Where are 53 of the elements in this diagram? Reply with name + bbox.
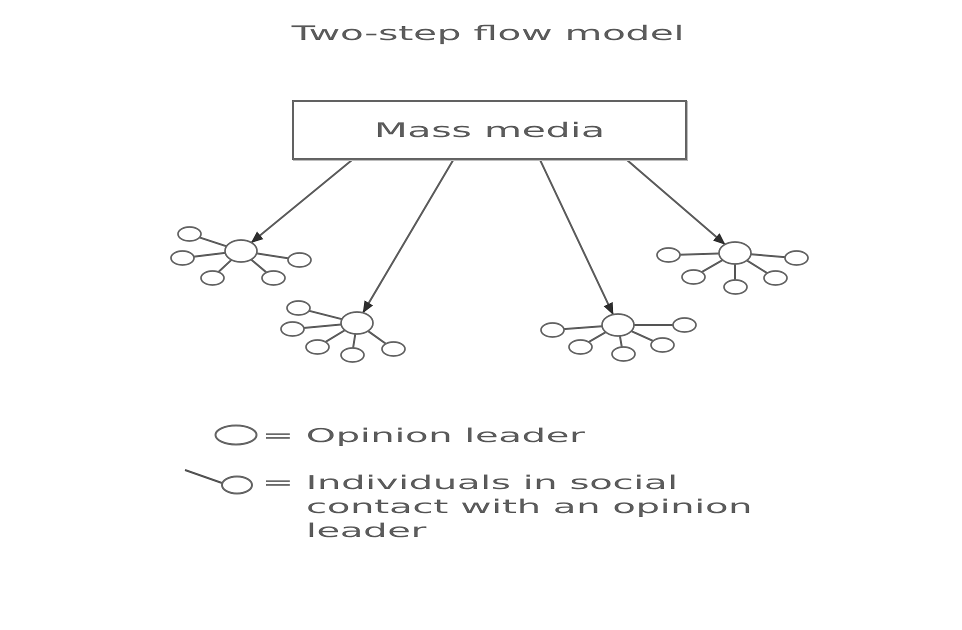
legend-text: = Opinion leader xyxy=(262,424,585,448)
individual-circle xyxy=(610,346,636,362)
individual-circle xyxy=(286,252,312,268)
individual-circle xyxy=(722,279,748,295)
connector-line xyxy=(218,259,232,273)
arrow xyxy=(362,160,454,314)
connector-line xyxy=(303,324,342,329)
connector-line xyxy=(700,259,724,274)
connector-line xyxy=(630,330,654,342)
individual-circle xyxy=(340,347,364,363)
individual-circle xyxy=(672,317,696,333)
connector-line xyxy=(256,252,288,260)
arrow xyxy=(626,159,726,246)
connector-line xyxy=(634,324,672,326)
connector-line xyxy=(563,325,602,330)
connector-line xyxy=(250,258,267,274)
individual-circle xyxy=(380,341,406,357)
diagram-title: Two-step flow model xyxy=(292,21,684,45)
opinion-leader-circle xyxy=(718,241,752,265)
individual-circle xyxy=(260,270,286,286)
arrow xyxy=(539,160,614,315)
connector-line xyxy=(193,252,226,258)
individual-circle xyxy=(286,300,310,316)
connector-line xyxy=(746,260,768,274)
individual-circle xyxy=(176,226,202,242)
connector-line xyxy=(588,331,606,344)
connector-line xyxy=(750,253,785,258)
connector-line xyxy=(679,252,720,256)
individual-circle xyxy=(280,321,304,337)
individual-circle xyxy=(784,250,808,266)
opinion-leader-circle xyxy=(601,313,635,337)
legend-text: = Individuals in social contact with an opinion leader xyxy=(262,471,754,543)
individual-circle xyxy=(568,339,592,355)
individual-circle xyxy=(200,270,224,286)
individual-circle xyxy=(540,322,564,338)
individual-circle xyxy=(170,250,194,266)
opinion-leader-circle xyxy=(224,239,258,263)
connector-line xyxy=(324,329,346,343)
individual-circle xyxy=(680,269,706,285)
connector-line xyxy=(367,330,386,344)
connector-line xyxy=(734,264,736,280)
opinion-leader-circle xyxy=(340,311,374,335)
individual-circle xyxy=(762,270,788,286)
box-label: Mass media xyxy=(374,118,605,142)
connector-line xyxy=(198,236,227,248)
arrow xyxy=(250,159,353,244)
individual-circle xyxy=(650,337,674,353)
process-box xyxy=(292,100,687,160)
individual-circle xyxy=(656,247,680,263)
connector-line xyxy=(308,310,342,320)
connector-line xyxy=(618,336,623,348)
connector-line xyxy=(352,334,356,348)
individual-circle xyxy=(304,339,330,355)
